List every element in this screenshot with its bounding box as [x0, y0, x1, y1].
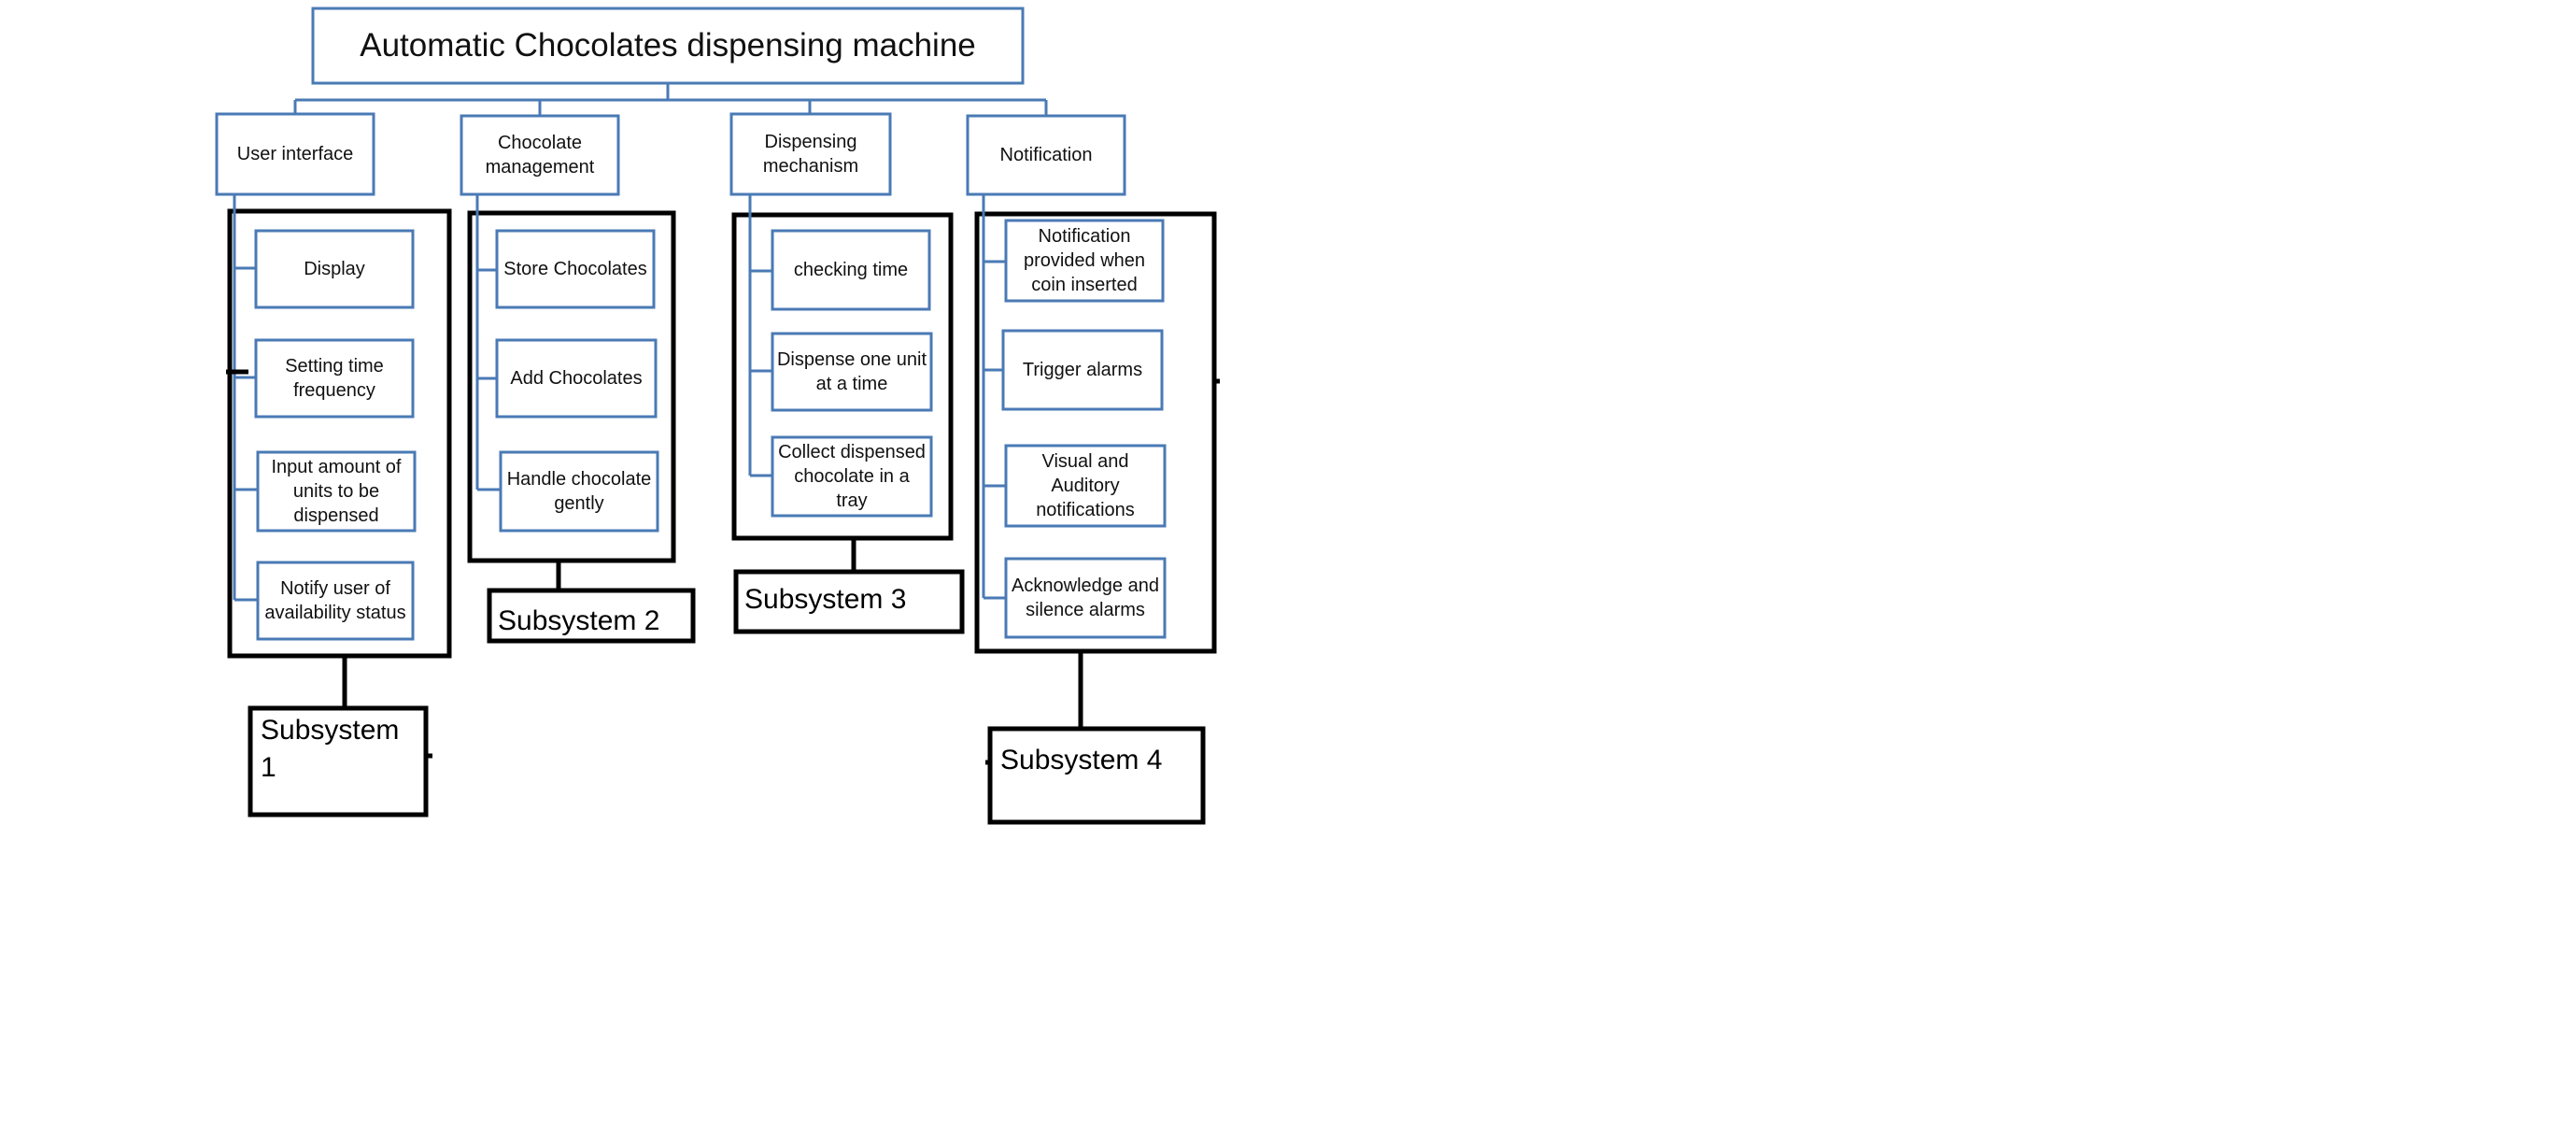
category-box-user-interface [215, 112, 375, 196]
subsystem-box-1 [248, 705, 429, 817]
group-frame-2 [467, 210, 676, 563]
item-notify-user: Notify user of availability status [264, 578, 406, 623]
category-label-notification: Notification [999, 145, 1093, 165]
item-display: Display [304, 259, 365, 279]
category-box-dispensing-mechanism [729, 112, 892, 196]
group-frame-1 [227, 208, 452, 659]
subsystem-label-3: Subsystem 3 [744, 584, 907, 615]
item-notification-coin: Notification provided when coin inserted [1023, 226, 1146, 295]
category-label-user-interface: User interface [236, 144, 354, 164]
group-frame-4 [974, 211, 1217, 654]
item-setting-time-frequency: Setting time frequency [285, 356, 384, 401]
item-trigger-alarms: Trigger alarms [1022, 360, 1143, 380]
group-user-interface [226, 194, 452, 817]
group-dispensing-mechanism [731, 194, 965, 634]
item-input-amount: Input amount of units to be dispensed [271, 457, 402, 526]
category-box-notification [966, 114, 1126, 196]
subsystem-label-2: Subsystem 2 [498, 605, 660, 636]
subsystem-box-3 [733, 569, 965, 634]
subsystem-box-2 [487, 588, 696, 644]
item-collect-dispensed: Collect dispensed chocolate in a tray [778, 442, 926, 511]
subsystem-label-4: Subsystem 4 [1000, 745, 1163, 775]
item-handle-chocolate: Handle chocolate gently [506, 469, 652, 514]
item-add-chocolates: Add Chocolates [510, 368, 643, 389]
item-acknowledge-silence: Acknowledge and silence alarms [1012, 576, 1159, 620]
title-connectors [293, 83, 1048, 116]
item-store-chocolates: Store Chocolates [503, 259, 647, 279]
item-visual-auditory: Visual and Auditory notifications [1036, 451, 1135, 520]
category-label-chocolate-management: Chocolate management [485, 133, 595, 178]
group-notification [974, 194, 1220, 825]
diagram-title: Automatic Chocolates dispensing machine [360, 27, 976, 64]
category-label-dispensing-mechanism: Dispensing mechanism [762, 132, 859, 177]
item-checking-time: checking time [793, 260, 909, 280]
subsystem-label-1: Subsystem 1 [261, 715, 400, 783]
group-frame-3 [731, 212, 954, 541]
group-chocolate-management [467, 194, 696, 644]
subsystem-box-4 [987, 726, 1206, 825]
category-box-chocolate-management [460, 114, 620, 196]
item-dispense-one-unit: Dispense one unit at a time [776, 349, 927, 394]
title-box [311, 7, 1025, 85]
